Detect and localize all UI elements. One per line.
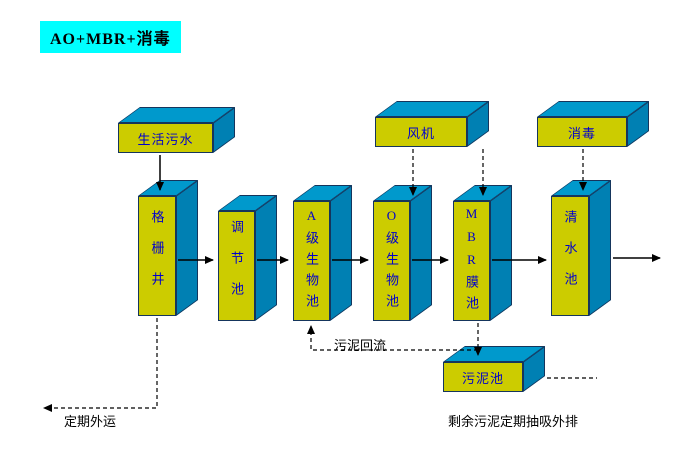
node-label: 消毒 <box>567 125 596 141</box>
box-side-face <box>410 185 432 321</box>
box-front-face: 生活污水 <box>118 123 213 153</box>
box-side-face <box>490 185 512 321</box>
box-side-face <box>330 185 352 321</box>
node-label: 调节池 <box>229 219 244 313</box>
node-label: A级生物池 <box>304 207 319 315</box>
box-front-face: MBR膜池 <box>453 201 490 321</box>
box-front-face: O级生物池 <box>373 201 410 321</box>
label-sludge-return: 污泥回流 <box>334 338 387 353</box>
node-label: 生活污水 <box>137 131 194 147</box>
node-label: 清水池 <box>562 209 578 303</box>
diagram-title: AO+MBR+消毒 <box>40 21 181 53</box>
box-front-face: 风机 <box>375 117 467 147</box>
box-front-face: 污泥池 <box>443 362 523 392</box>
node-label: MBR膜池 <box>464 205 479 317</box>
node-label: 风机 <box>406 125 435 141</box>
box-front-face: 调节池 <box>218 211 255 321</box>
label-excess-sludge: 剩余污泥定期抽吸外排 <box>448 414 579 429</box>
box-front-face: A级生物池 <box>293 201 330 321</box>
box-side-face <box>589 180 611 316</box>
box-front-face: 格栅井 <box>138 196 176 316</box>
node-label: 格栅井 <box>149 209 165 303</box>
box-front-face: 消毒 <box>537 117 627 147</box>
label-periodic-removal: 定期外运 <box>64 414 117 429</box>
node-label: 污泥池 <box>461 370 504 386</box>
box-side-face <box>176 180 198 316</box>
box-front-face: 清水池 <box>551 196 589 316</box>
box-side-face <box>255 195 277 321</box>
node-label: O级生物池 <box>384 207 399 315</box>
arrow-gridwell-periodic-removal <box>43 318 158 412</box>
